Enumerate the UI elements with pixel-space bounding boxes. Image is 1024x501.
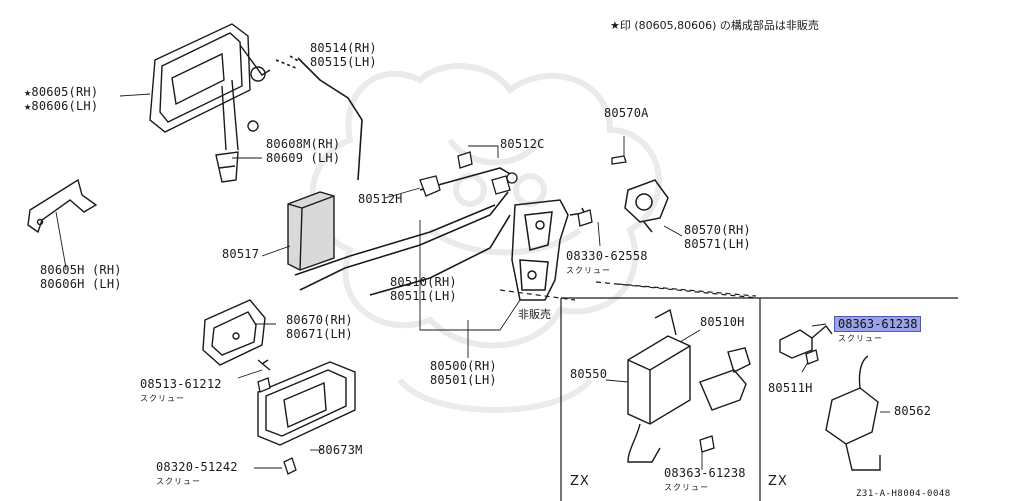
zx-inset-frame [499, 281, 958, 501]
label-80501: 80501(LH) [430, 373, 497, 387]
label-08330: 08330-62558 [566, 249, 648, 263]
label-80550: 80550 [570, 367, 608, 381]
label-80606h: 80606H (LH) [40, 277, 122, 291]
label-80609: 80609 (LH) [266, 151, 341, 165]
label-80510: 80510(RH) [390, 275, 457, 289]
label-80608m: 80608M(RH) [266, 137, 341, 151]
label-80517: 80517 [222, 247, 260, 261]
zx-label-right: ZX [768, 474, 788, 489]
label-80673m: 80673M [318, 443, 363, 457]
label-08363-highlighted: 08363-61238 [834, 316, 922, 332]
not-for-sale: 非販売 [518, 308, 551, 321]
label-80570a: 80570A [604, 106, 649, 120]
label-80510h: 80510H [700, 315, 745, 329]
actuator-80562 [779, 324, 881, 471]
escutcheon [257, 361, 356, 446]
foam-pad [287, 191, 335, 271]
label-80606: ★80606(LH) [24, 99, 99, 113]
leader-lines [55, 93, 890, 470]
label-80511h: 80511H [768, 381, 813, 395]
striker [624, 179, 669, 233]
header-note: ★印 (80605,80606) の構成部品は非販売 [610, 19, 819, 32]
label-80512h: 80512H [358, 192, 403, 206]
lock-rod [275, 55, 363, 181]
label-80605: ★80605(RH) [24, 85, 99, 99]
actuator-80550 [627, 308, 751, 463]
label-80571: 80571(LH) [684, 237, 751, 251]
label-80562: 80562 [894, 404, 932, 418]
screws [257, 209, 819, 475]
zx-label-left: ZX [570, 474, 590, 489]
label-80512c: 80512C [500, 137, 545, 151]
screw-text-08363-right: スクリュー [838, 334, 883, 343]
label-80570: 80570(RH) [684, 223, 751, 237]
inside-handle [202, 299, 271, 371]
label-08320: 08320-51242 [156, 460, 238, 474]
screw-text-08513: スクリュー [140, 394, 185, 403]
outside-handle [149, 23, 271, 183]
figure-code: Z31-A-H8004-0048 [856, 489, 951, 499]
label-80671: 80671(LH) [286, 327, 353, 341]
label-80514: 80514(RH) [310, 41, 377, 55]
door-rods [294, 167, 513, 296]
label-80511: 80511(LH) [390, 289, 457, 303]
label-80670: 80670(RH) [286, 313, 353, 327]
label-08363-left: 08363-61238 [664, 466, 746, 480]
screw-text-08320: スクリュー [156, 477, 201, 486]
screw-text-08363-left: スクリュー [664, 483, 709, 492]
label-80500: 80500(RH) [430, 359, 497, 373]
label-08513: 08513-61212 [140, 377, 222, 391]
bracket [27, 178, 98, 234]
screw-text-08330: スクリュー [566, 266, 611, 275]
label-80605h: 80605H (RH) [40, 263, 122, 277]
clips [419, 151, 627, 197]
label-80515: 80515(LH) [310, 55, 377, 69]
